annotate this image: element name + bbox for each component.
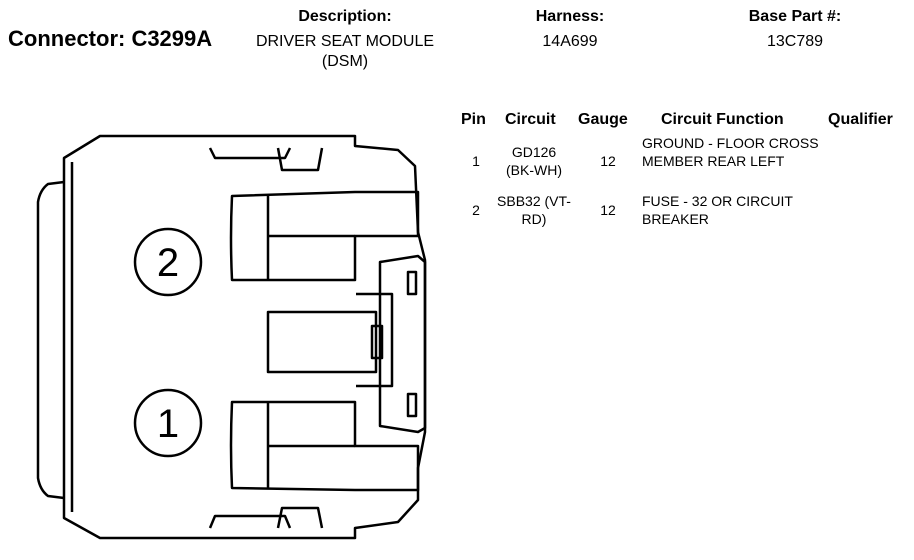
base-part-value: 13C789 <box>766 33 824 50</box>
connector-id: Connector: C3299A <box>8 26 213 51</box>
cavity-pin-1 <box>229 400 420 492</box>
row-circuit: SBB32 (VT-RD) <box>497 193 571 227</box>
harness-value: 14A699 <box>542 33 598 50</box>
cavity-pin-2-divider <box>266 194 355 280</box>
col-header-function: Circuit Function <box>661 111 784 128</box>
harness-label: Harness: <box>535 8 605 25</box>
col-header-gauge: Gauge <box>578 111 628 128</box>
right-latch-slot-top <box>406 270 418 296</box>
col-header-circuit: Circuit <box>505 111 556 128</box>
pin-2-circle <box>133 227 203 297</box>
right-latch <box>378 254 427 434</box>
center-block-window <box>356 292 394 388</box>
col-header-pin: Pin <box>461 111 486 128</box>
row-function: FUSE - 32 OR CIRCUIT BREAKER <box>642 193 793 227</box>
center-block <box>266 310 378 374</box>
description-label: Description: <box>298 8 392 25</box>
right-latch-slot-bottom <box>406 392 418 418</box>
row-gauge: 12 <box>600 202 616 218</box>
row-circuit: GD126 (BK-WH) <box>506 144 562 178</box>
base-part-label: Base Part #: <box>748 8 842 25</box>
pin-1-label: 1 <box>157 402 179 446</box>
bottom-notch <box>208 514 292 529</box>
row-gauge: 12 <box>600 153 616 169</box>
center-key <box>370 324 384 360</box>
bottom-notch-inner <box>276 506 324 529</box>
row-pin: 1 <box>472 153 480 169</box>
cavity-pin-2 <box>229 190 420 282</box>
cavity-pin-1-divider <box>266 402 355 488</box>
pin-1-circle <box>133 388 203 458</box>
description-value: DRIVER SEAT MODULE (DSM) <box>255 33 435 70</box>
connector-left-latch <box>36 180 65 500</box>
pin-2-label: 2 <box>157 241 179 285</box>
row-function: GROUND - FLOOR CROSS MEMBER REAR LEFT <box>642 135 819 169</box>
col-header-qualifier: Qualifier <box>828 111 893 128</box>
row-pin: 2 <box>472 202 480 218</box>
top-notch-inner <box>276 147 324 172</box>
top-notch <box>208 147 292 160</box>
